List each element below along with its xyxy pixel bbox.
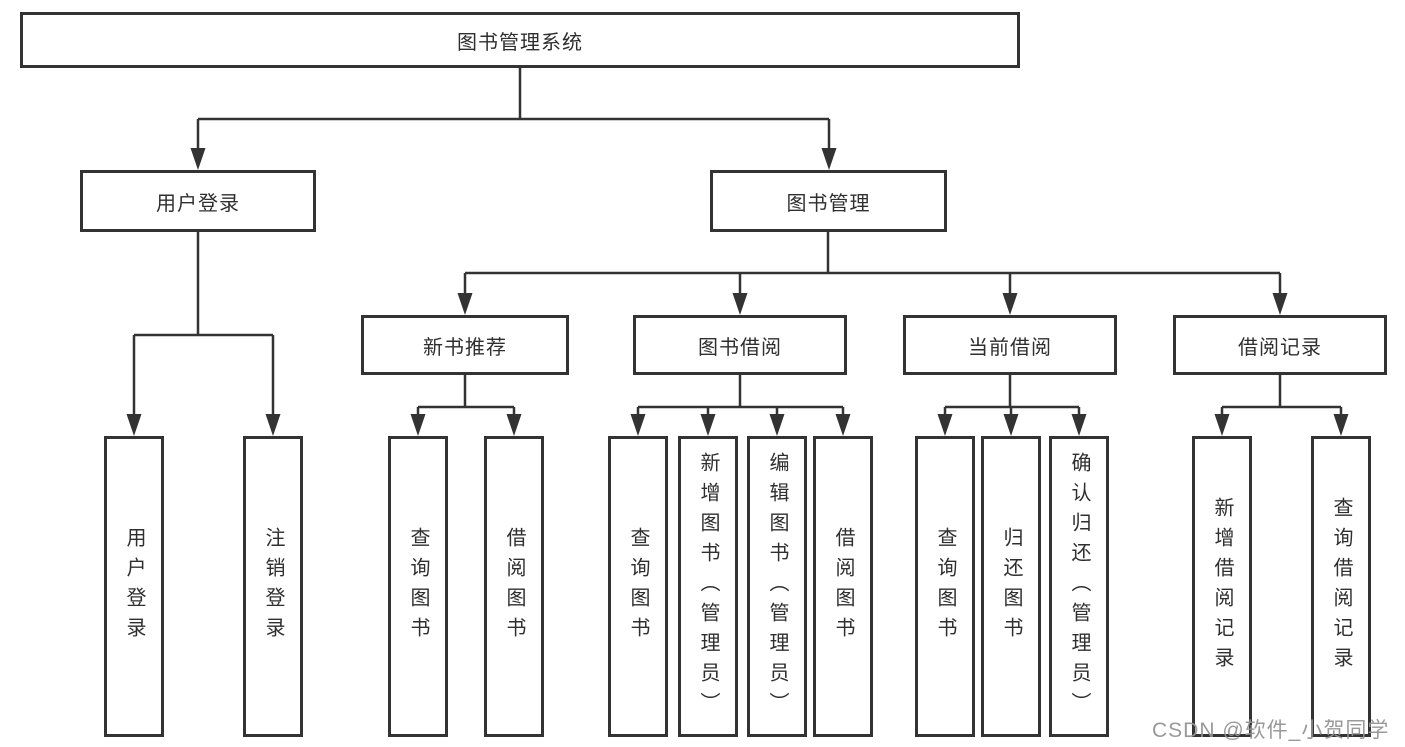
leaf-borrow-books: 借阅图书 xyxy=(813,436,873,737)
leaf-label: 借阅图书 xyxy=(832,526,854,647)
watermark: CSDN @软件_小贺同学 xyxy=(1152,719,1390,742)
leaf-label: 借阅图书 xyxy=(503,526,525,647)
leaf-label: 用户登录 xyxy=(123,526,145,647)
leaf-label: 查询图书 xyxy=(627,526,649,647)
leaf-add-books-admin: 新增图书（管理员） xyxy=(678,436,738,737)
leaf-add-borrow-record: 新增借阅记录 xyxy=(1192,436,1252,737)
leaf-logout: 注销登录 xyxy=(243,436,303,737)
node-label: 新书推荐 xyxy=(423,336,507,359)
leaf-query-borrow-record: 查询借阅记录 xyxy=(1311,436,1371,737)
leaf-label: 新增借阅记录 xyxy=(1211,496,1233,677)
node-book-management-system: 图书管理系统 xyxy=(20,12,1020,68)
node-borrowing-records: 借阅记录 xyxy=(1173,315,1387,375)
node-user-login: 用户登录 xyxy=(80,170,316,232)
leaf-confirm-return-admin: 确认归还（管理员） xyxy=(1049,436,1109,737)
node-label: 图书管理系统 xyxy=(457,31,583,54)
node-current-borrowing: 当前借阅 xyxy=(903,315,1117,375)
leaf-label: 查询借阅记录 xyxy=(1330,496,1352,677)
node-new-book-recommend: 新书推荐 xyxy=(361,315,569,375)
leaf-edit-books-admin: 编辑图书（管理员） xyxy=(747,436,807,737)
leaf-query-books-current: 查询图书 xyxy=(915,436,975,737)
node-label: 图书管理 xyxy=(786,192,871,215)
leaf-borrow-books-recommend: 借阅图书 xyxy=(484,436,544,737)
leaf-query-books-borrowing: 查询图书 xyxy=(608,436,668,737)
leaf-label: 查询图书 xyxy=(934,526,956,647)
leaf-query-books-recommend: 查询图书 xyxy=(388,436,448,737)
node-book-borrowing: 图书借阅 xyxy=(633,315,847,375)
node-label: 用户登录 xyxy=(156,192,240,215)
leaf-user-login: 用户登录 xyxy=(104,436,164,737)
leaf-label: 新增图书（管理员） xyxy=(697,451,719,722)
leaf-label: 查询图书 xyxy=(407,526,429,647)
node-book-management: 图书管理 xyxy=(710,170,947,232)
connector-lines xyxy=(132,68,1343,417)
leaf-label: 归还图书 xyxy=(1000,526,1022,647)
node-label: 图书借阅 xyxy=(698,336,782,359)
arrowhead-icons xyxy=(126,148,1349,436)
leaf-label: 编辑图书（管理员） xyxy=(766,451,788,722)
node-label: 借阅记录 xyxy=(1238,336,1322,359)
node-label: 当前借阅 xyxy=(968,336,1052,359)
leaf-label: 确认归还（管理员） xyxy=(1068,451,1090,722)
leaf-return-books: 归还图书 xyxy=(981,436,1041,737)
leaf-label: 注销登录 xyxy=(262,526,284,647)
